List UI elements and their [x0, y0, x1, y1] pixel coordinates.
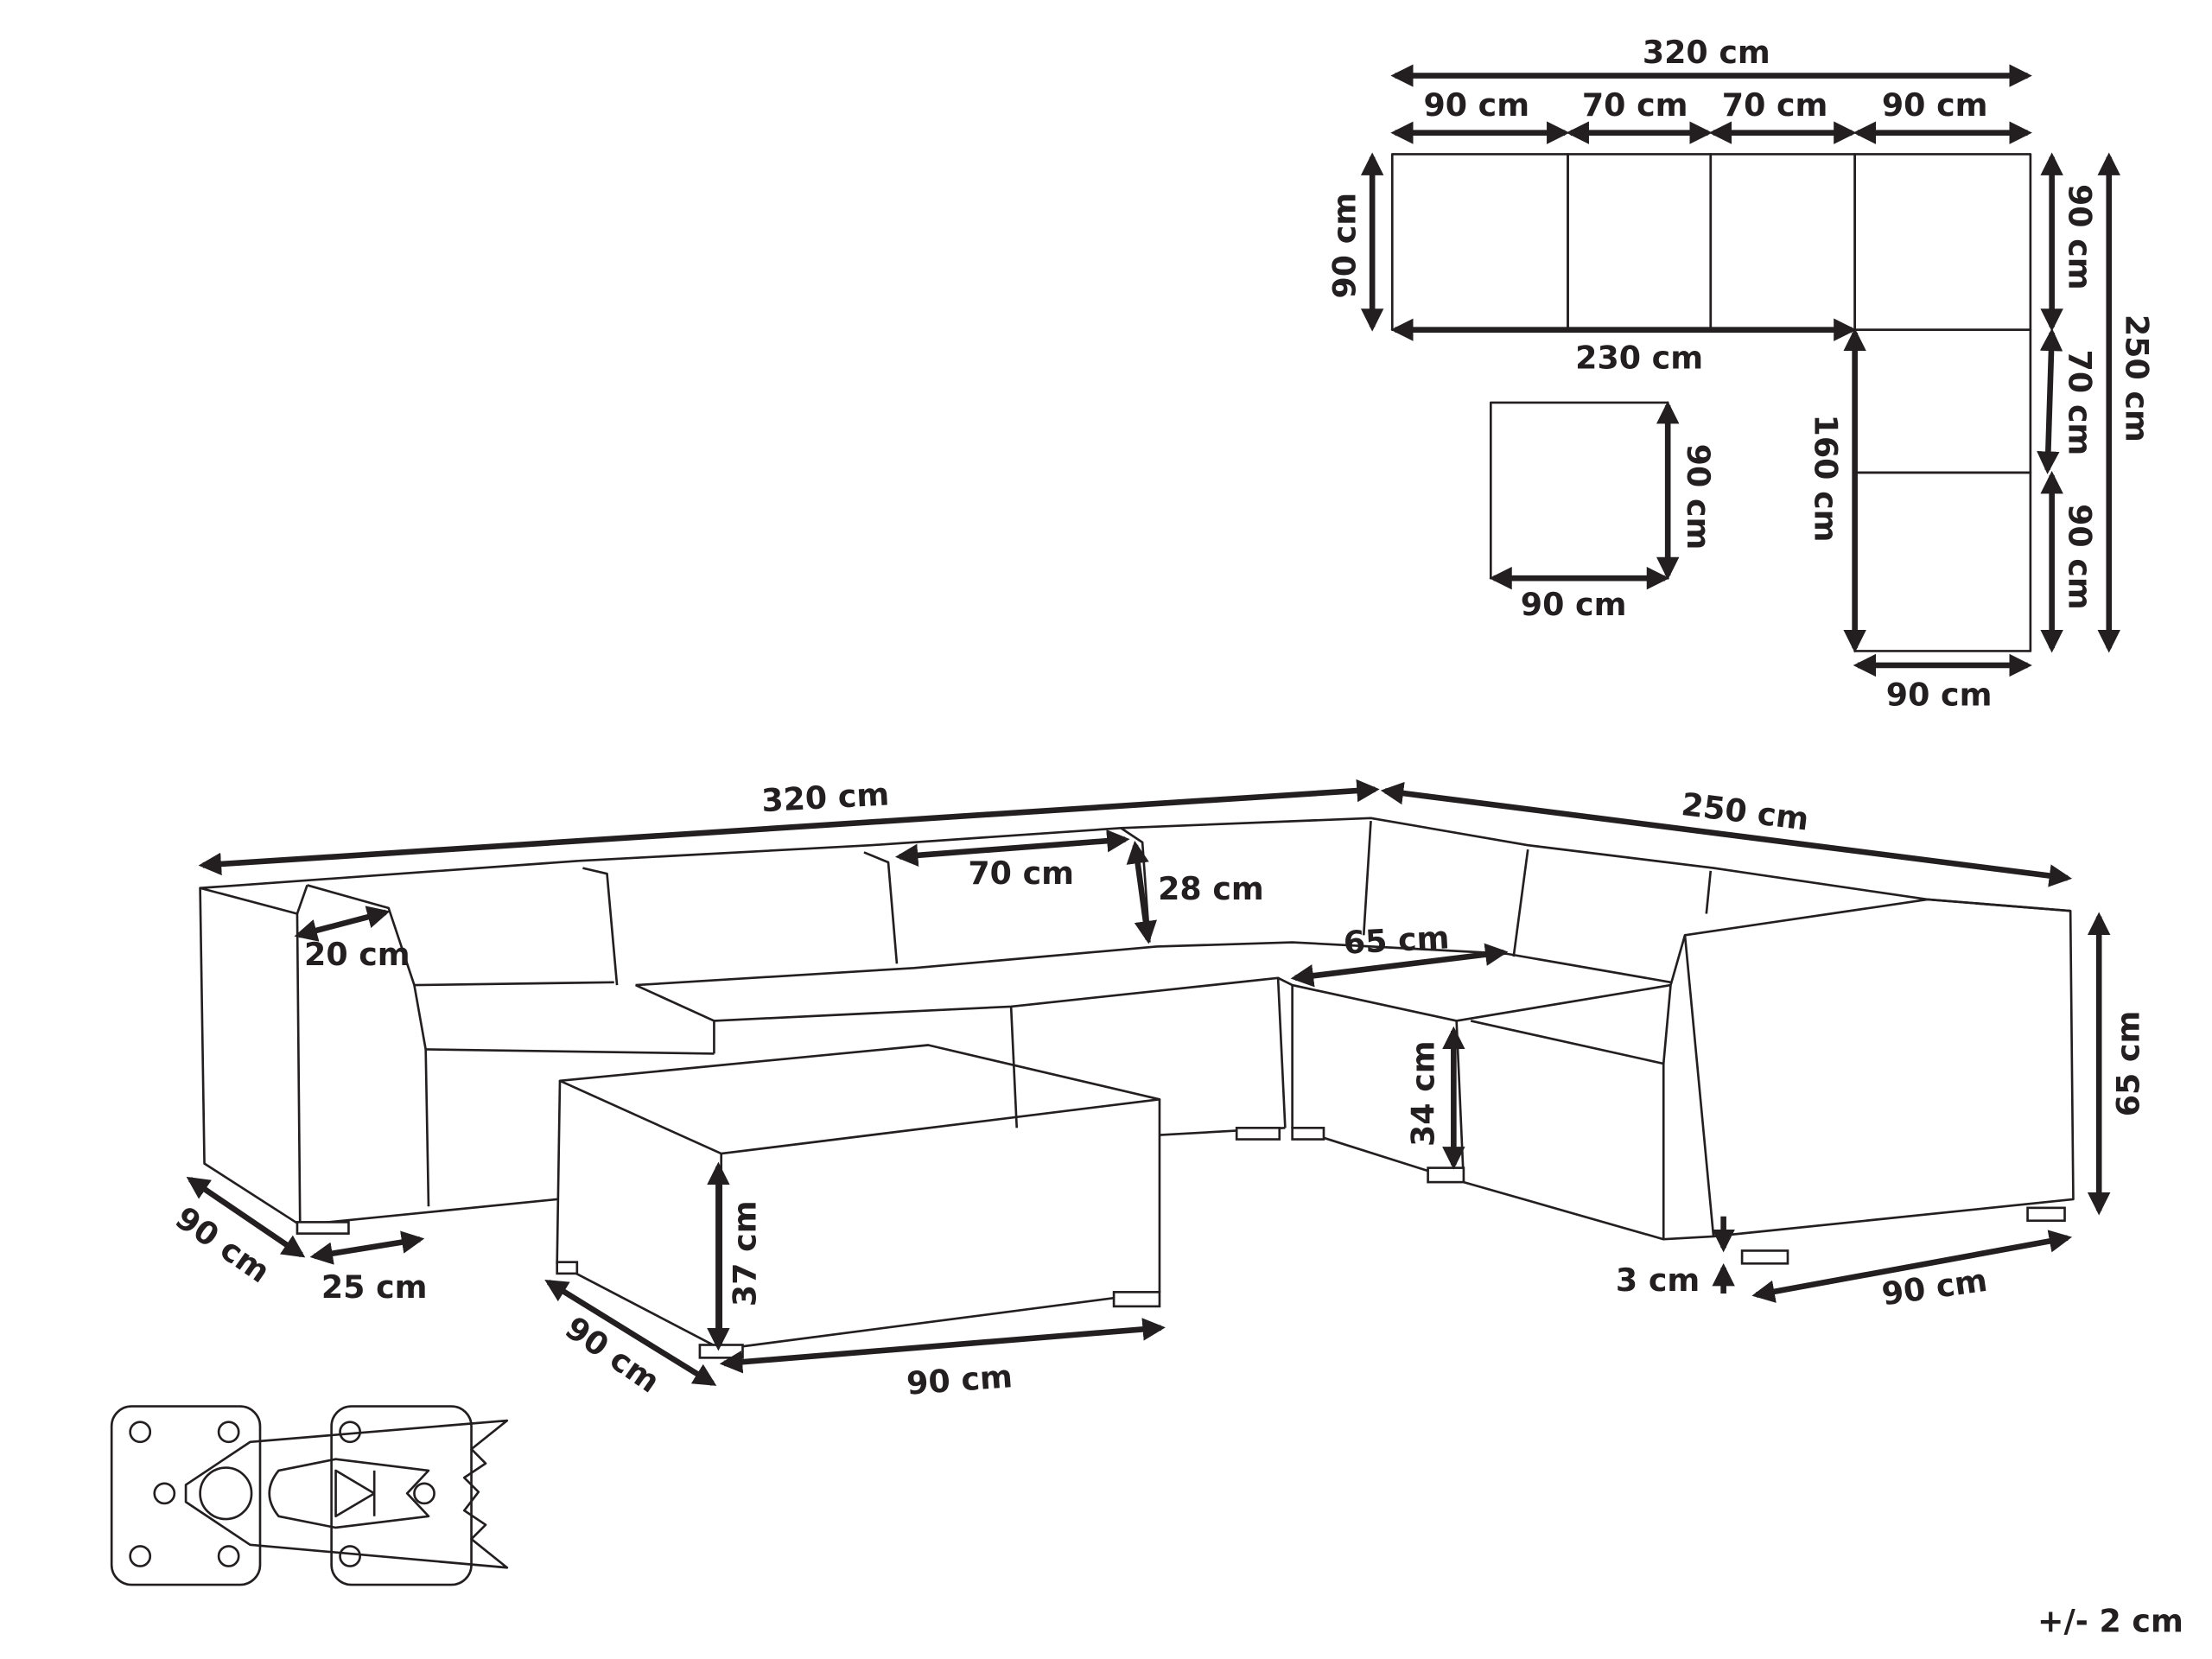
dim-label: 90 cm: [1680, 444, 1717, 550]
dim-arrow: [1380, 781, 2073, 887]
dim-arrow: [294, 906, 391, 942]
dim-label: 90 cm: [1521, 586, 1627, 623]
leg: [1291, 1127, 1325, 1141]
plan-module-middle-2: [1709, 153, 1856, 332]
dim-arrow: [544, 1279, 717, 1386]
dim-arrow: [719, 1318, 1166, 1374]
leg: [1235, 1127, 1281, 1141]
dim-arrow: [186, 1176, 306, 1258]
dim-label: 160 cm: [1807, 415, 1844, 543]
plan-ottoman: [1489, 401, 1669, 580]
dim-label: 320 cm: [760, 775, 890, 819]
dim-label: 320 cm: [1643, 34, 1770, 71]
perspective-dimensions: 320 cm 250 cm 70 cm 28 cm 20 cm 65 cm 34…: [168, 775, 2146, 1402]
sofa-perspective-drawing: [199, 817, 2075, 1359]
plan-module-right-corner: [1853, 153, 2032, 332]
leg: [1112, 1291, 1161, 1308]
leg: [698, 1344, 744, 1359]
dim-label: 28 cm: [1158, 870, 1264, 907]
dim-arrow: [894, 829, 1130, 867]
leg: [1427, 1166, 1465, 1184]
leg: [1740, 1249, 1789, 1265]
dim-label: 90 cm: [2061, 184, 2098, 290]
dim-label: 230 cm: [1575, 339, 1703, 376]
dim-label: 90 cm: [1886, 676, 1993, 713]
dim-arrow: [309, 1230, 425, 1265]
dim-label: 70 cm: [1722, 86, 1828, 124]
sofa-connector-clip-icon: [110, 1405, 509, 1586]
dim-arrow: [1751, 1230, 2073, 1303]
dim-label: 90 cm: [2061, 504, 2098, 610]
dim-label: 90 cm: [1882, 86, 1988, 124]
leg: [2026, 1206, 2066, 1223]
plan-module-left-corner: [1390, 153, 1569, 332]
dim-label: 250 cm: [2118, 315, 2155, 442]
dim-arrow: [198, 779, 1380, 876]
dim-label: 90 cm: [906, 1357, 1014, 1402]
dim-arrow: [2037, 327, 2063, 474]
plan-module-side-end: [1853, 471, 2032, 652]
ottoman-top: [558, 1044, 1161, 1155]
dim-label: 3 cm: [1616, 1262, 1700, 1299]
tolerance-note: +/- 2 cm: [2037, 1603, 2183, 1640]
dim-label: 37 cm: [726, 1200, 763, 1306]
plan-module-side-middle: [1853, 328, 2032, 474]
dim-label: 70 cm: [2061, 350, 2098, 456]
plan-module-middle-1: [1567, 153, 1713, 332]
leg: [556, 1261, 579, 1275]
dim-label: 90 cm: [168, 1199, 276, 1291]
leg: [296, 1221, 350, 1235]
dim-arrow: [1290, 943, 1509, 988]
dim-label: 70 cm: [1582, 86, 1688, 124]
dim-label: 65 cm: [1343, 918, 1451, 961]
dim-arrow: [1126, 840, 1157, 944]
dim-label: 20 cm: [304, 936, 410, 973]
dim-label: 90 cm: [1325, 193, 1363, 299]
plan-view: 320 cm 90 cm 70 cm 70 cm 90 cm 90 cm 230…: [1325, 34, 2155, 714]
dim-label: 34 cm: [1404, 1040, 1441, 1147]
dim-label: 25 cm: [321, 1268, 428, 1306]
dim-label: 65 cm: [2110, 1011, 2147, 1117]
dim-label: 70 cm: [968, 855, 1074, 892]
dim-label: 90 cm: [1423, 86, 1529, 124]
